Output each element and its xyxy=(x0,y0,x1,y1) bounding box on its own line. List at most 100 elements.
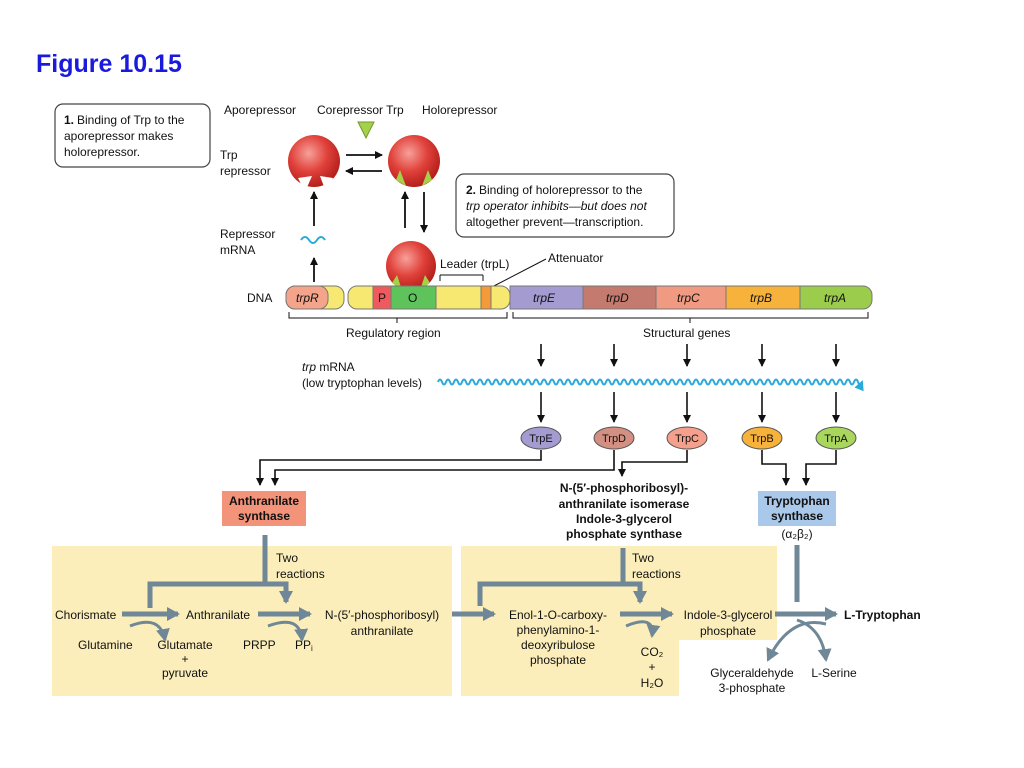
translation-arrows xyxy=(537,392,840,423)
structural-bracket xyxy=(512,312,869,319)
ppi-label: PPi xyxy=(295,638,313,653)
step2-number: 2. xyxy=(466,183,476,197)
prpp-label: PRPP xyxy=(243,638,276,652)
attenuator-segment xyxy=(480,285,492,310)
step1-line-2: aporepressor makes xyxy=(64,129,173,143)
aporepressor-label: Aporepressor xyxy=(224,103,296,117)
aporepressor-icon xyxy=(288,135,340,192)
step2-line-2: trp operator inhibits—but does not xyxy=(466,199,647,213)
co2-label-3: H₂O xyxy=(641,676,664,690)
repressor-mrna-label-2: mRNA xyxy=(220,243,255,257)
figure-title: Figure 10.15 xyxy=(36,50,182,78)
trpR-segment xyxy=(285,285,329,310)
trpB-segment xyxy=(725,285,801,310)
tryptophan-label: L-Tryptophan xyxy=(844,608,921,622)
npra-label-2: anthranilate xyxy=(351,624,414,638)
protein-trpC: TrpC xyxy=(666,426,708,450)
two-reactions-2-line-2: reactions xyxy=(632,567,681,581)
regulatory-bracket xyxy=(288,312,508,319)
anthranilate-synthase-line-1: Anthranilate xyxy=(229,494,299,508)
protein-trpE: TrpE xyxy=(520,426,562,450)
pathway-panel-left xyxy=(52,546,452,696)
attenuator-label: Attenuator xyxy=(548,251,603,265)
isomerase-line-3: Indole-3-glycerol xyxy=(576,512,672,526)
serine-label: L-Serine xyxy=(811,666,857,680)
trpB-gene-label: trpB xyxy=(750,291,772,305)
anthranilate-synthase-line-2: synthase xyxy=(238,509,290,523)
co2-label-2: + xyxy=(648,660,655,674)
corepressor-trp-icon xyxy=(357,121,375,140)
corepressor-label: Corepressor Trp xyxy=(317,103,404,117)
trpA-gene-label: trpA xyxy=(824,291,846,305)
protein-trpA-label: TrpA xyxy=(824,433,848,445)
step2-callout: 2.Binding of holorepressor to the trp op… xyxy=(455,173,675,238)
operator-segment xyxy=(390,285,437,310)
step1-number: 1. xyxy=(64,113,74,127)
svg-text:1.Binding of Trp to the: 1.Binding of Trp to the xyxy=(64,113,185,127)
trp-mrna-wave xyxy=(437,378,864,392)
enol-label-1: Enol-1-O-carboxy- xyxy=(509,608,607,622)
bound-holorepressor-icon xyxy=(386,241,436,291)
holorepressor-icon xyxy=(388,135,440,187)
step2-line-3: altogether prevent—transcription. xyxy=(466,215,643,229)
trpC-gene-label: trpC xyxy=(677,291,700,305)
transcription-arrows xyxy=(537,344,840,367)
enol-label-4: phosphate xyxy=(530,653,586,667)
protein-trpB-label: TrpB xyxy=(750,433,773,445)
glutamine-label: Glutamine xyxy=(78,638,133,652)
trpR-label: trpR xyxy=(296,291,319,305)
two-reactions-2-line-1: Two xyxy=(632,551,654,565)
isomerase-line-1: N-(5′-phosphoribosyl)- xyxy=(560,481,688,495)
anthranilate-label: Anthranilate xyxy=(186,608,250,622)
trp-repressor-label-1: Trp xyxy=(220,148,238,162)
glutamate-label-2: + xyxy=(181,652,188,666)
indole-label-2: phosphate xyxy=(700,624,756,638)
dna-strand: trpR P O trpE trpD trpC trpB trpA xyxy=(285,285,873,310)
dna-label: DNA xyxy=(247,291,272,305)
trp-repressor-label-2: repressor xyxy=(220,164,271,178)
tryptophan-synthase-line-1: Tryptophan xyxy=(764,494,829,508)
attenuator-pointer xyxy=(489,258,547,289)
operator-label: O xyxy=(408,291,417,305)
tryptophan-synthase-box: Tryptophan synthase (α₂β₂) xyxy=(758,491,836,541)
tryptophan-synthase-subunits: (α₂β₂) xyxy=(781,527,812,541)
trp-mrna-label-1: trp mRNA xyxy=(302,360,355,374)
protein-connectors xyxy=(256,450,837,486)
indole-label-1: Indole-3-glycerol xyxy=(684,608,773,622)
repressor-mrna-label-1: Repressor xyxy=(220,227,275,241)
tryptophan-synthase-line-2: synthase xyxy=(771,509,823,523)
chorismate-label: Chorismate xyxy=(55,608,117,622)
step2-line-1: Binding of holorepressor to the xyxy=(479,183,643,197)
side-reaction-arrows xyxy=(129,618,832,662)
co2-label-1: CO₂ xyxy=(641,645,664,659)
g3p-label-1: Glyceraldehyde xyxy=(710,666,794,680)
step1-line-3: holorepressor. xyxy=(64,145,140,159)
protein-trpB: TrpB xyxy=(741,426,783,450)
isomerase-line-2: anthranilate isomerase xyxy=(559,497,690,511)
step1-line-1: Binding of Trp to the xyxy=(77,113,185,127)
holorepressor-label: Holorepressor xyxy=(422,103,497,117)
pathway-flow-arrows xyxy=(122,535,838,621)
trp-mrna-label-2: (low tryptophan levels) xyxy=(302,376,422,390)
glutamate-label-3: pyruvate xyxy=(162,666,208,680)
step1-callout: 1.Binding of Trp to the aporepressor mak… xyxy=(54,103,211,168)
protein-trpD: TrpD xyxy=(593,426,635,450)
leader-label: Leader (trpL) xyxy=(440,257,509,271)
isomerase-label: N-(5′-phosphoribosyl)- anthranilate isom… xyxy=(559,481,690,541)
regulatory-region-label: Regulatory region xyxy=(346,326,441,340)
enol-label-2: phenylamino-1- xyxy=(517,623,600,637)
protein-trpA: TrpA xyxy=(815,426,857,450)
anthranilate-synthase-box: Anthranilate synthase xyxy=(222,491,306,526)
promoter-label: P xyxy=(378,291,386,305)
isomerase-line-4: phosphate synthase xyxy=(566,527,682,541)
svg-text:2.Binding of holorepressor to: 2.Binding of holorepressor to the xyxy=(466,183,643,197)
enol-label-3: deoxyribulose xyxy=(521,638,595,652)
g3p-label-2: 3-phosphate xyxy=(719,681,786,695)
protein-trpC-label: TrpC xyxy=(675,433,699,445)
protein-trpD-label: TrpD xyxy=(602,433,626,445)
two-reactions-1-line-1: Two xyxy=(276,551,298,565)
glutamate-label-1: Glutamate xyxy=(157,638,213,652)
repressor-mrna-wave xyxy=(300,236,326,244)
trpD-gene-label: trpD xyxy=(606,291,629,305)
